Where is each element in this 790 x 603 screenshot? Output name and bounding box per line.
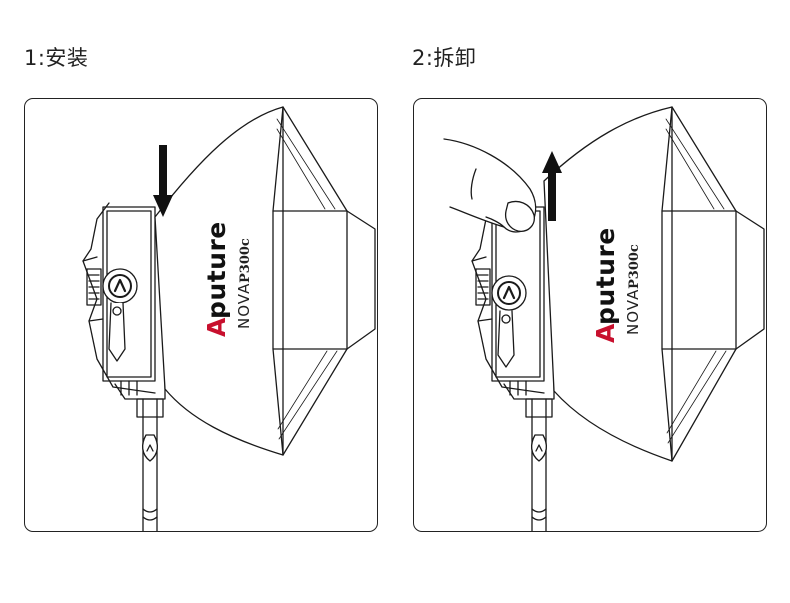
arrow-down-icon — [153, 145, 173, 217]
light-stand — [525, 398, 553, 531]
brand-line: NOVA — [235, 283, 253, 329]
light-fixture — [471, 202, 555, 400]
install-illustration: A puture NOVA P300c — [82, 106, 376, 531]
brand-logo: A puture NOVA P300c — [202, 221, 253, 337]
softbox — [154, 106, 376, 456]
brand-initial: A — [591, 323, 620, 343]
install-illustration-panel: A puture NOVA P300c — [24, 98, 378, 532]
brand-logo: A puture NOVA P300c — [591, 227, 642, 343]
brand-model: P300c — [627, 244, 642, 289]
brand-name: puture — [202, 221, 231, 319]
remove-illustration-panel: A puture NOVA P300c — [413, 98, 767, 532]
light-fixture — [82, 202, 166, 400]
brand-name: puture — [591, 227, 620, 325]
arrow-up-icon — [542, 151, 562, 221]
light-stand — [136, 398, 164, 531]
step-1-title: 1:安装 — [24, 46, 89, 70]
brand-initial: A — [202, 317, 231, 337]
brand-line: NOVA — [624, 289, 642, 335]
step-2-title: 2:拆卸 — [412, 46, 477, 70]
softbox — [543, 106, 765, 462]
remove-illustration: A puture NOVA P300c — [443, 106, 765, 531]
brand-model: P300c — [238, 238, 253, 283]
hand-illustration — [443, 138, 537, 233]
